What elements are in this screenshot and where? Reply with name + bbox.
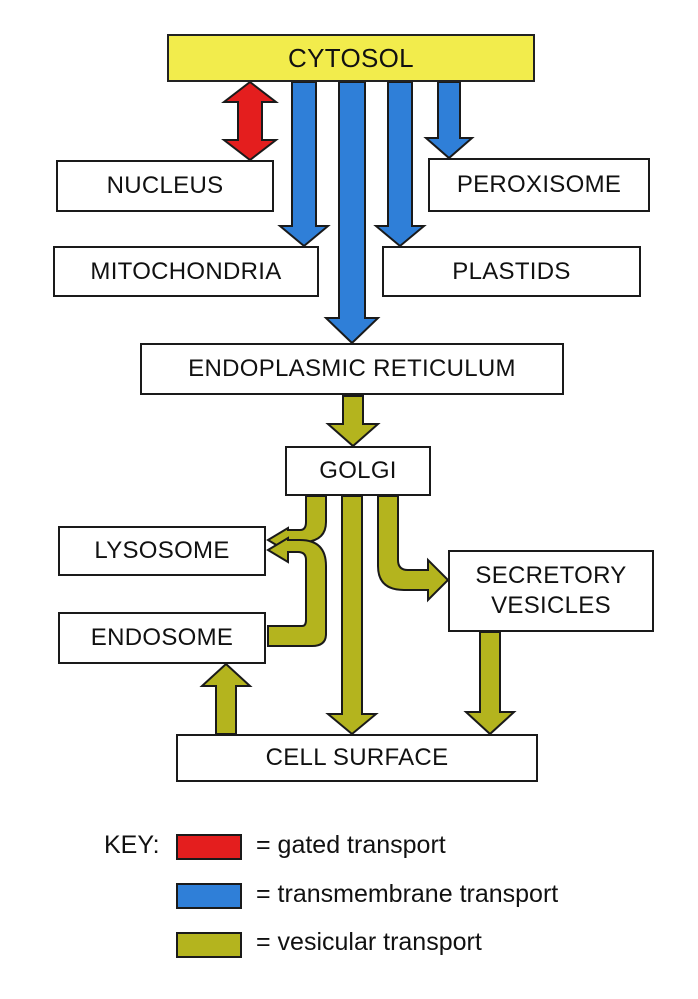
peroxisome-label: PEROXISOME	[456, 171, 622, 198]
nucleus-label: NUCLEUS	[106, 172, 224, 199]
arrow-cytosol-nucleus-gated	[221, 80, 279, 162]
vesicular-arrows	[199, 395, 517, 736]
endoplasmic-reticulum-box: ENDOPLASMIC RETICULUM	[140, 343, 564, 395]
lysosome-label: LYSOSOME	[94, 537, 230, 564]
cell-surface-box: CELL SURFACE	[176, 734, 538, 782]
arrow-golgi-to-cell-surface	[325, 495, 379, 736]
arrow-cytosol-to-plastids	[373, 81, 427, 248]
golgi-label: GOLGI	[319, 457, 397, 484]
golgi-box: GOLGI	[285, 446, 431, 496]
arrow-cell-surface-to-endosome	[199, 662, 253, 735]
secretory-label-line1: SECRETORY	[475, 562, 627, 589]
arrow-cytosol-to-peroxisome	[423, 81, 475, 160]
mitochondria-box: MITOCHONDRIA	[53, 246, 319, 297]
arrow-secretory-to-cell-surface	[463, 631, 517, 736]
arrow-endosome-to-lysosome	[266, 536, 327, 647]
secretory-label-line2: VESICLES	[491, 592, 611, 619]
endoplasmic-reticulum-label: ENDOPLASMIC RETICULUM	[188, 355, 516, 382]
transmembrane-arrows	[277, 81, 475, 345]
key-gated-label: = gated transport	[256, 831, 446, 859]
arrow-er-to-golgi	[325, 395, 381, 448]
transmembrane-swatch	[176, 883, 242, 909]
arrow-cytosol-to-mitochondria	[277, 81, 331, 248]
vesicular-swatch	[176, 932, 242, 958]
gated-swatch	[176, 834, 242, 860]
peroxisome-box: PEROXISOME	[428, 158, 650, 212]
cytosol-box: CYTOSOL	[167, 34, 535, 82]
nucleus-box: NUCLEUS	[56, 160, 274, 212]
plastids-label: PLASTIDS	[452, 257, 571, 285]
key-vesicular-label: = vesicular transport	[256, 928, 482, 956]
key-title: KEY:	[104, 831, 160, 859]
endosome-box: ENDOSOME	[58, 612, 266, 664]
arrow-cytosol-to-er	[323, 81, 381, 345]
endosome-label: ENDOSOME	[90, 624, 234, 651]
cytosol-label: CYTOSOL	[288, 43, 414, 73]
lysosome-box: LYSOSOME	[58, 526, 266, 576]
plastids-box: PLASTIDS	[382, 246, 641, 297]
key-transmembrane-label: = transmembrane transport	[256, 880, 559, 908]
arrow-golgi-to-secretory	[377, 495, 450, 603]
secretory-vesicles-box: SECRETORY VESICLES	[448, 550, 654, 632]
mitochondria-label: MITOCHONDRIA	[90, 257, 282, 285]
cell-surface-label: CELL SURFACE	[265, 744, 449, 771]
